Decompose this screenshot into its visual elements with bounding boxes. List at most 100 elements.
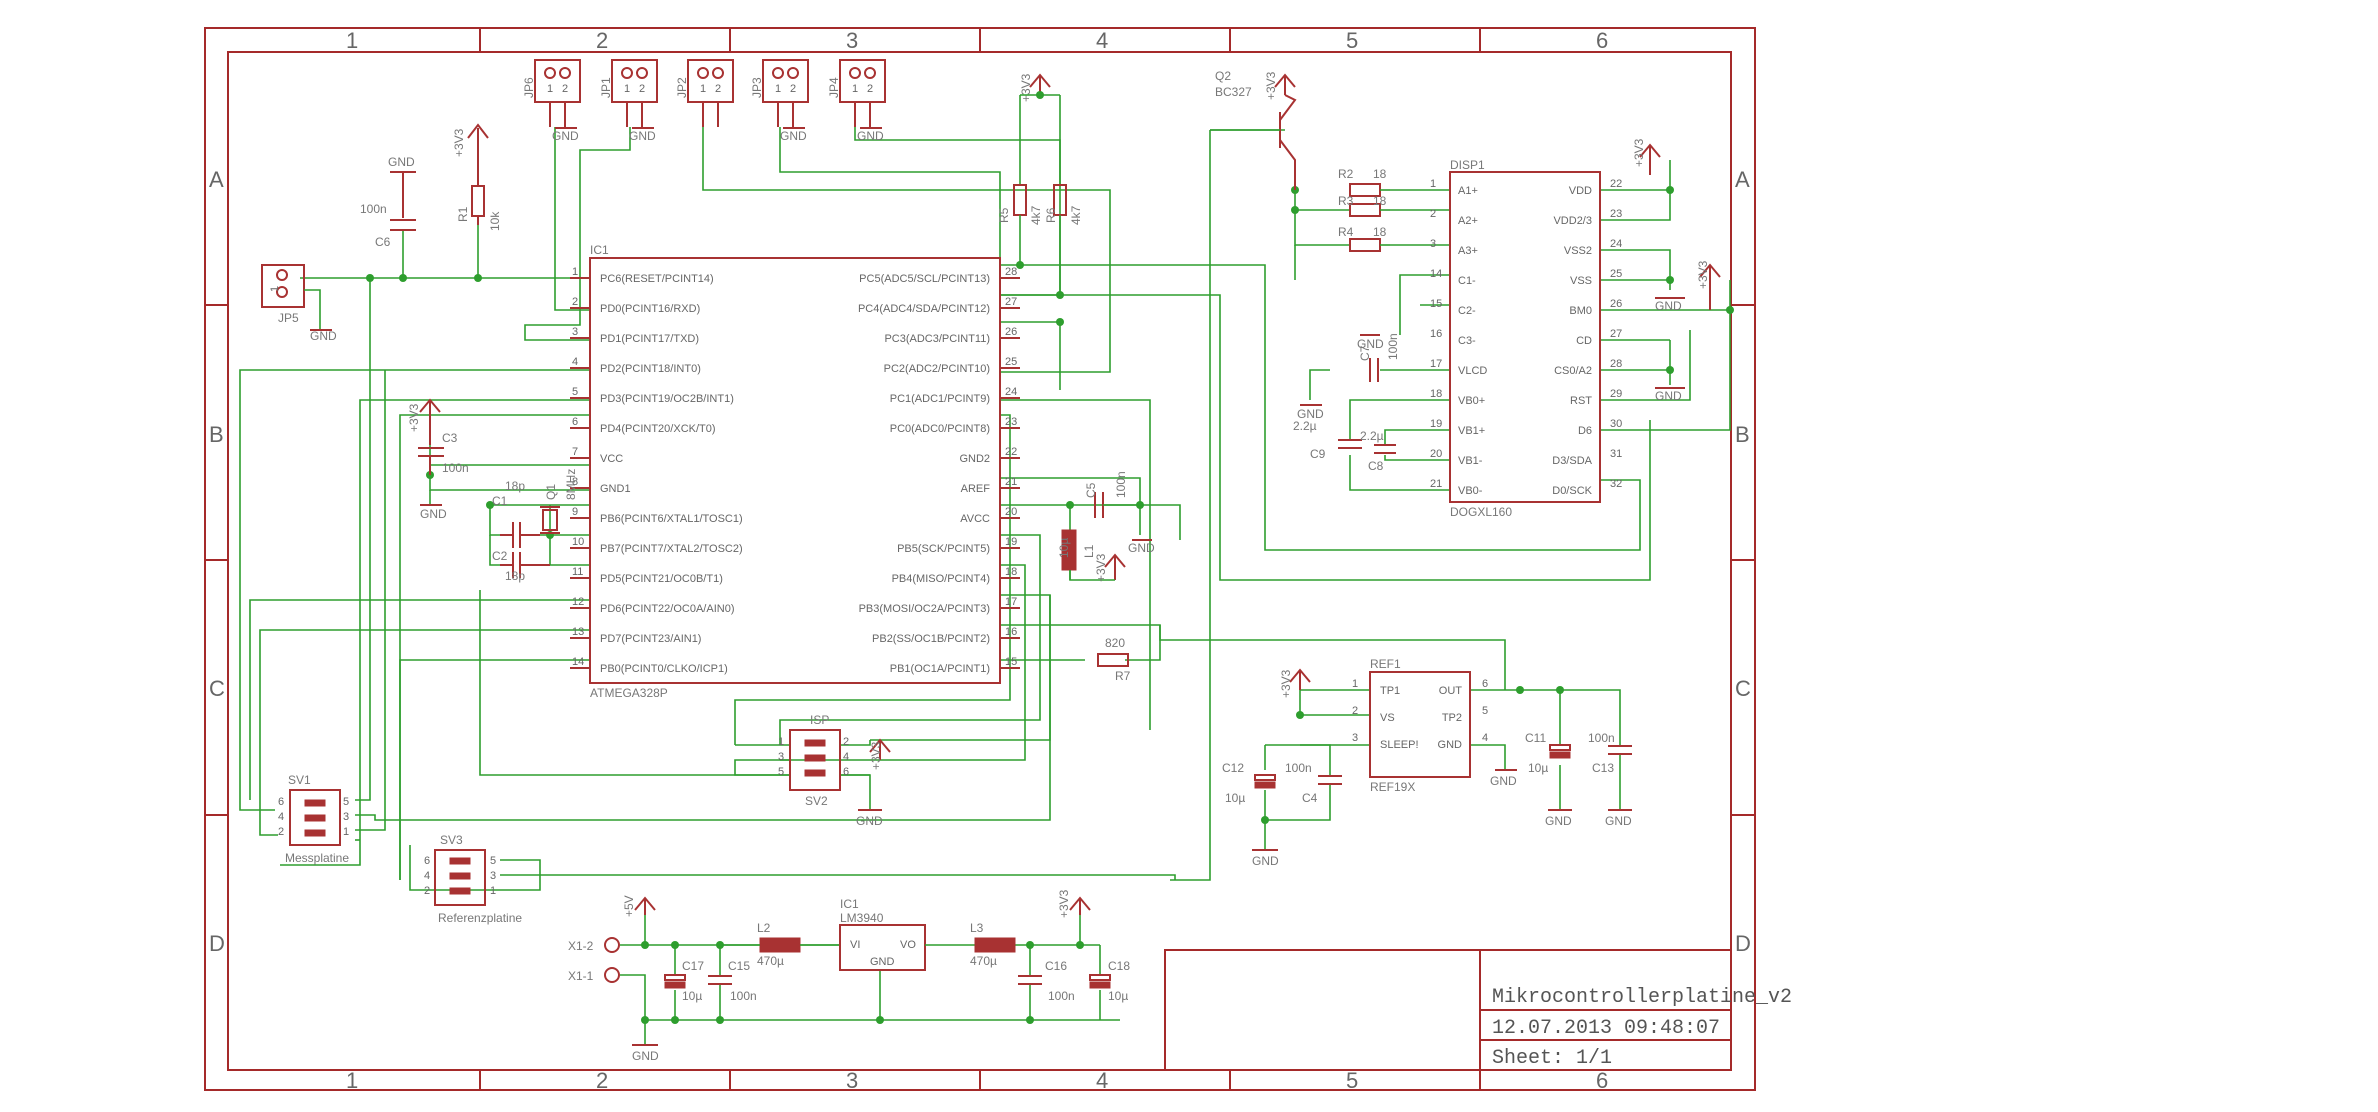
display-body: [1449, 171, 1601, 503]
mcu-pin-name: PC0(ADC0/PCINT8): [890, 423, 990, 435]
jumper-pin: [559, 67, 571, 79]
sv3-pin: 6: [424, 855, 430, 867]
display-pin-number: 21: [1430, 478, 1442, 490]
gnd-label: GND: [1655, 299, 1682, 313]
header-sv1: SV1 Messplatine 6 5 4 3 2 1: [278, 773, 349, 865]
l2-value: 470µ: [757, 954, 784, 968]
c11-name: C11: [1525, 731, 1546, 745]
mcu-pin-name: GND2: [959, 453, 990, 465]
jumper-body: [534, 59, 581, 103]
mcu-pin-number: 5: [572, 386, 578, 398]
jumper-body: [762, 59, 809, 103]
q1-name: Q1: [544, 484, 558, 500]
display-pin-name: C3-: [1458, 335, 1476, 347]
display-pin-name: VB0-: [1458, 485, 1483, 497]
v33-label: +3V3: [1057, 889, 1071, 918]
mcu-pin-number: 23: [1005, 416, 1017, 428]
mcu-pin-name: PB7(PCINT7/XTAL2/TOSC2): [600, 543, 743, 555]
mcu-pin-number: 21: [1005, 476, 1017, 488]
jp5-gnd: GND: [310, 329, 337, 343]
mcu-pin-number: 3: [572, 326, 578, 338]
q2-name: Q2: [1215, 69, 1231, 83]
mcu-pin-number: 2: [572, 296, 578, 308]
jumper-name: JP6: [522, 77, 536, 98]
jumper-pin-number: 1: [775, 83, 781, 95]
mcu-pin-number: 20: [1005, 506, 1017, 518]
r3-value: 18: [1373, 194, 1387, 208]
mcu-pin-name: PB6(PCINT6/XTAL1/TOSC1): [600, 513, 743, 525]
jumper-pin: [636, 67, 648, 79]
project-title: Mikrocontrollerplatine_v2: [1492, 986, 1792, 1009]
c3-name: C3: [442, 431, 458, 445]
col-label: 4: [1096, 1068, 1108, 1093]
q2-value: BC327: [1215, 85, 1252, 99]
jumper-pin: [621, 67, 633, 79]
v33-label: +3V3: [452, 128, 466, 157]
c11-value: 10µ: [1528, 761, 1548, 775]
isp-part: SV2: [805, 794, 828, 808]
ref-pin-number: 2: [1352, 705, 1358, 717]
ref-pin-number: 5: [1482, 705, 1488, 717]
mcu-pin-name: PB4(MISO/PCINT4): [892, 573, 990, 585]
reg-name: IC1: [840, 897, 859, 911]
r1-value: 10k: [488, 211, 502, 231]
c5-name: C5: [1084, 482, 1098, 498]
mcu-pin-name: PD6(PCINT22/OC0A/AIN0): [600, 603, 734, 615]
row-label: A: [209, 167, 224, 192]
jumper-name: JP1: [599, 77, 613, 98]
isp-pin: 6: [843, 766, 849, 778]
display-pin-number: 14: [1430, 268, 1442, 280]
ref-body: [1369, 671, 1471, 778]
mcu-pin-number: 18: [1005, 566, 1017, 578]
display-pin-name: VLCD: [1458, 365, 1487, 377]
ref-pin-name: GND: [1438, 739, 1463, 751]
display-pin-name: VB1-: [1458, 455, 1483, 467]
mcu-atmega328p: IC1ATMEGA328P1PC6(RESET/PCINT14)2PD0(PCI…: [570, 243, 1020, 700]
mcu-pin-name: AREF: [961, 483, 991, 495]
col-label: 2: [596, 28, 608, 53]
display-pin-number: 28: [1610, 358, 1622, 370]
sv3-pin: 1: [490, 885, 496, 897]
mcu-pin-number: 13: [572, 626, 584, 638]
ref-pin-number: 1: [1352, 678, 1358, 690]
display-pin-name: C1-: [1458, 275, 1476, 287]
display-caps: GND C7 100n GND 2.2µ C9 2.2µ C8 +3V3 GND…: [1293, 138, 1721, 473]
jumper-pin-number: 1: [700, 83, 706, 95]
display-dogxl160: DISP1DOGXL1601A1+2A2+3A3+14C1-15C2-16C3-…: [1430, 158, 1622, 519]
display-pin-number: 17: [1430, 358, 1442, 370]
r3-name: R3: [1338, 194, 1354, 208]
sv3-name: SV3: [440, 833, 463, 847]
sv3-desc: Referenzplatine: [438, 911, 522, 925]
isp-pin: 4: [843, 751, 849, 763]
c13-value: 100n: [1588, 731, 1615, 745]
row-label: D: [1735, 931, 1751, 956]
ref-value: REF19X: [1370, 780, 1415, 794]
r6-value: 4k7: [1069, 205, 1083, 225]
mcu-pin-name: PB2(SS/OC1B/PCINT2): [872, 633, 990, 645]
v33-label: +3V3: [1019, 73, 1033, 102]
jumper-body: [687, 59, 734, 103]
power-supply: X1-2 X1-1 +5V C17 10µ C15 100n L2 470µ V…: [568, 889, 1130, 1063]
jumper-name: JP2: [675, 77, 689, 98]
gnd-label: GND: [552, 129, 579, 143]
v33-label: +3V3: [1696, 260, 1710, 289]
c13-name: C13: [1592, 761, 1614, 775]
reg-vo: VO: [900, 939, 916, 951]
ref-pin-name: TP2: [1442, 712, 1462, 724]
row-label: C: [1735, 676, 1751, 701]
sv1-desc: Messplatine: [285, 851, 349, 865]
q1-value: 8MHz: [564, 469, 578, 500]
jumper-pin: [544, 67, 556, 79]
mcu-pin-name: PB5(SCK/PCINT5): [897, 543, 990, 555]
title-block: Mikrocontrollerplatine_v2 12.07.2013 09:…: [1164, 949, 1792, 1071]
resistor-r1: +3V3 R1 10k: [452, 123, 502, 231]
l2-name: L2: [757, 921, 771, 935]
c16-name: C16: [1045, 959, 1067, 973]
x11-label: X1-1: [568, 969, 594, 983]
display-pin-name: D6: [1578, 425, 1592, 437]
jumper-pin-number: 1: [624, 83, 630, 95]
jumper-pin-number: 2: [639, 83, 645, 95]
c15-name: C15: [728, 959, 750, 973]
v33-label: +3V3: [869, 741, 883, 770]
